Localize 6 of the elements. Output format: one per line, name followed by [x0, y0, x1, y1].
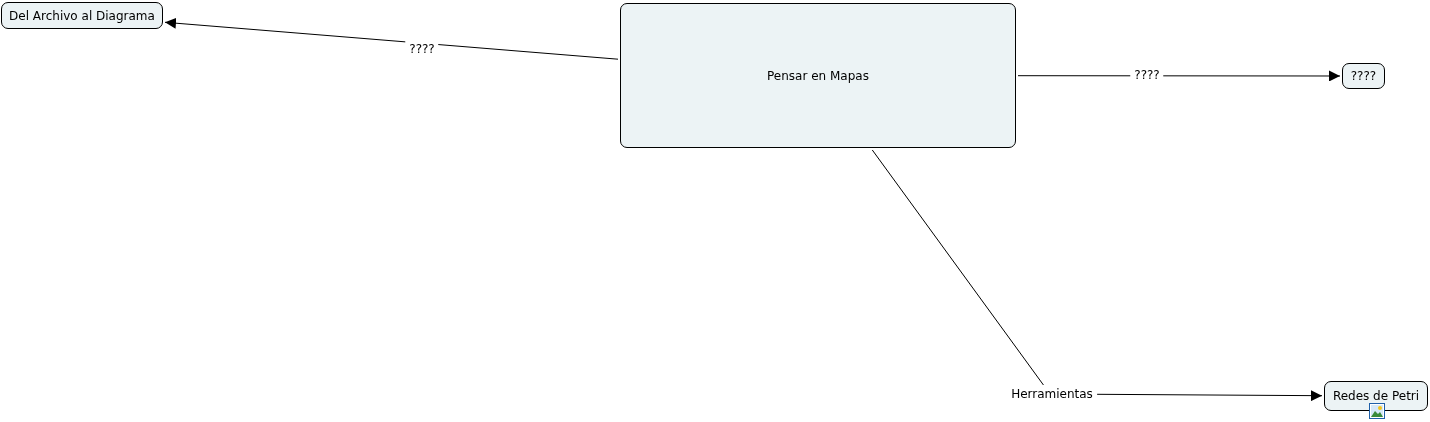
arrow: [1017, 70, 1341, 82]
arrow: [164, 17, 619, 60]
concept-box: Pensar en Mapas: [620, 3, 1016, 148]
concept-box: Del Archivo al Diagrama: [1, 2, 163, 29]
arrow: [871, 149, 1323, 402]
concept-box: ????: [1342, 63, 1385, 89]
